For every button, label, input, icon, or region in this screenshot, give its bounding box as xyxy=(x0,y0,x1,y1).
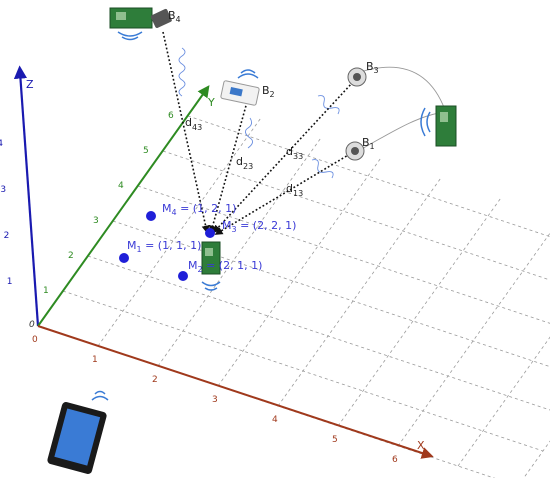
x-tick-label: 5 xyxy=(332,435,338,445)
beacon-b2-device xyxy=(220,69,260,106)
z-tick-label: 2 xyxy=(4,231,10,241)
y-tick-label: 6 xyxy=(168,111,174,121)
y-axis-label: Y xyxy=(207,96,215,109)
label-d23: d23 xyxy=(236,155,253,171)
label-d43: d43 xyxy=(185,116,202,132)
gateway-device xyxy=(420,105,457,147)
point-m1 xyxy=(119,253,129,263)
beacon-b1-device xyxy=(345,141,365,161)
label-m2: M2 = (2, 1, 1) xyxy=(188,259,262,274)
z-axis-label: Z xyxy=(26,78,34,91)
x-tick-label: 0 xyxy=(32,335,38,345)
z-axis xyxy=(13,65,40,327)
y-tick-label: 4 xyxy=(118,181,124,191)
y-tick-label: 5 xyxy=(143,146,149,156)
z-tick-label: 4 xyxy=(0,139,3,149)
label-m1: M1 = (1, 1, 1) xyxy=(127,239,201,254)
z-tick-label: 1 xyxy=(7,277,13,287)
x-axis xyxy=(37,325,434,459)
y-tick-label: 3 xyxy=(93,216,99,226)
x-axis-ticks: 0 1 2 3 4 5 6 xyxy=(32,335,398,465)
point-m2 xyxy=(178,271,188,281)
distance-lines xyxy=(162,31,354,235)
mobile-node-device xyxy=(201,241,221,291)
z-tick-label: 3 xyxy=(0,185,6,195)
label-m3: M3 = (2, 2, 1) xyxy=(222,219,296,234)
x-tick-label: 3 xyxy=(212,395,218,405)
beacon-b3-device xyxy=(347,67,367,87)
y-tick-label: 1 xyxy=(43,286,49,296)
smartphone-icon xyxy=(47,390,109,474)
signal-waves xyxy=(178,47,340,179)
origin-label: 0 xyxy=(29,320,35,330)
label-b3: B3 xyxy=(366,60,379,75)
x-tick-label: 4 xyxy=(272,415,278,425)
point-m4 xyxy=(146,211,156,221)
x-axis-label: X xyxy=(417,439,425,452)
label-b2: B2 xyxy=(262,84,275,99)
label-b1: B1 xyxy=(362,136,375,151)
label-b4: B4 xyxy=(168,9,181,24)
beacon-b4-device xyxy=(109,7,172,41)
y-tick-label: 2 xyxy=(68,251,74,261)
label-d13: d13 xyxy=(286,182,303,198)
point-m3 xyxy=(205,228,215,238)
y-axis xyxy=(37,85,210,327)
x-tick-label: 6 xyxy=(392,455,398,465)
x-tick-label: 1 xyxy=(92,355,98,365)
label-m4: M4 = (1, 2, 1) xyxy=(162,202,236,217)
beacon-wire xyxy=(359,66,446,151)
label-d33: d33 xyxy=(286,145,303,161)
y-axis-ticks: 1 2 3 4 5 6 xyxy=(43,111,174,296)
x-tick-label: 2 xyxy=(152,375,158,385)
